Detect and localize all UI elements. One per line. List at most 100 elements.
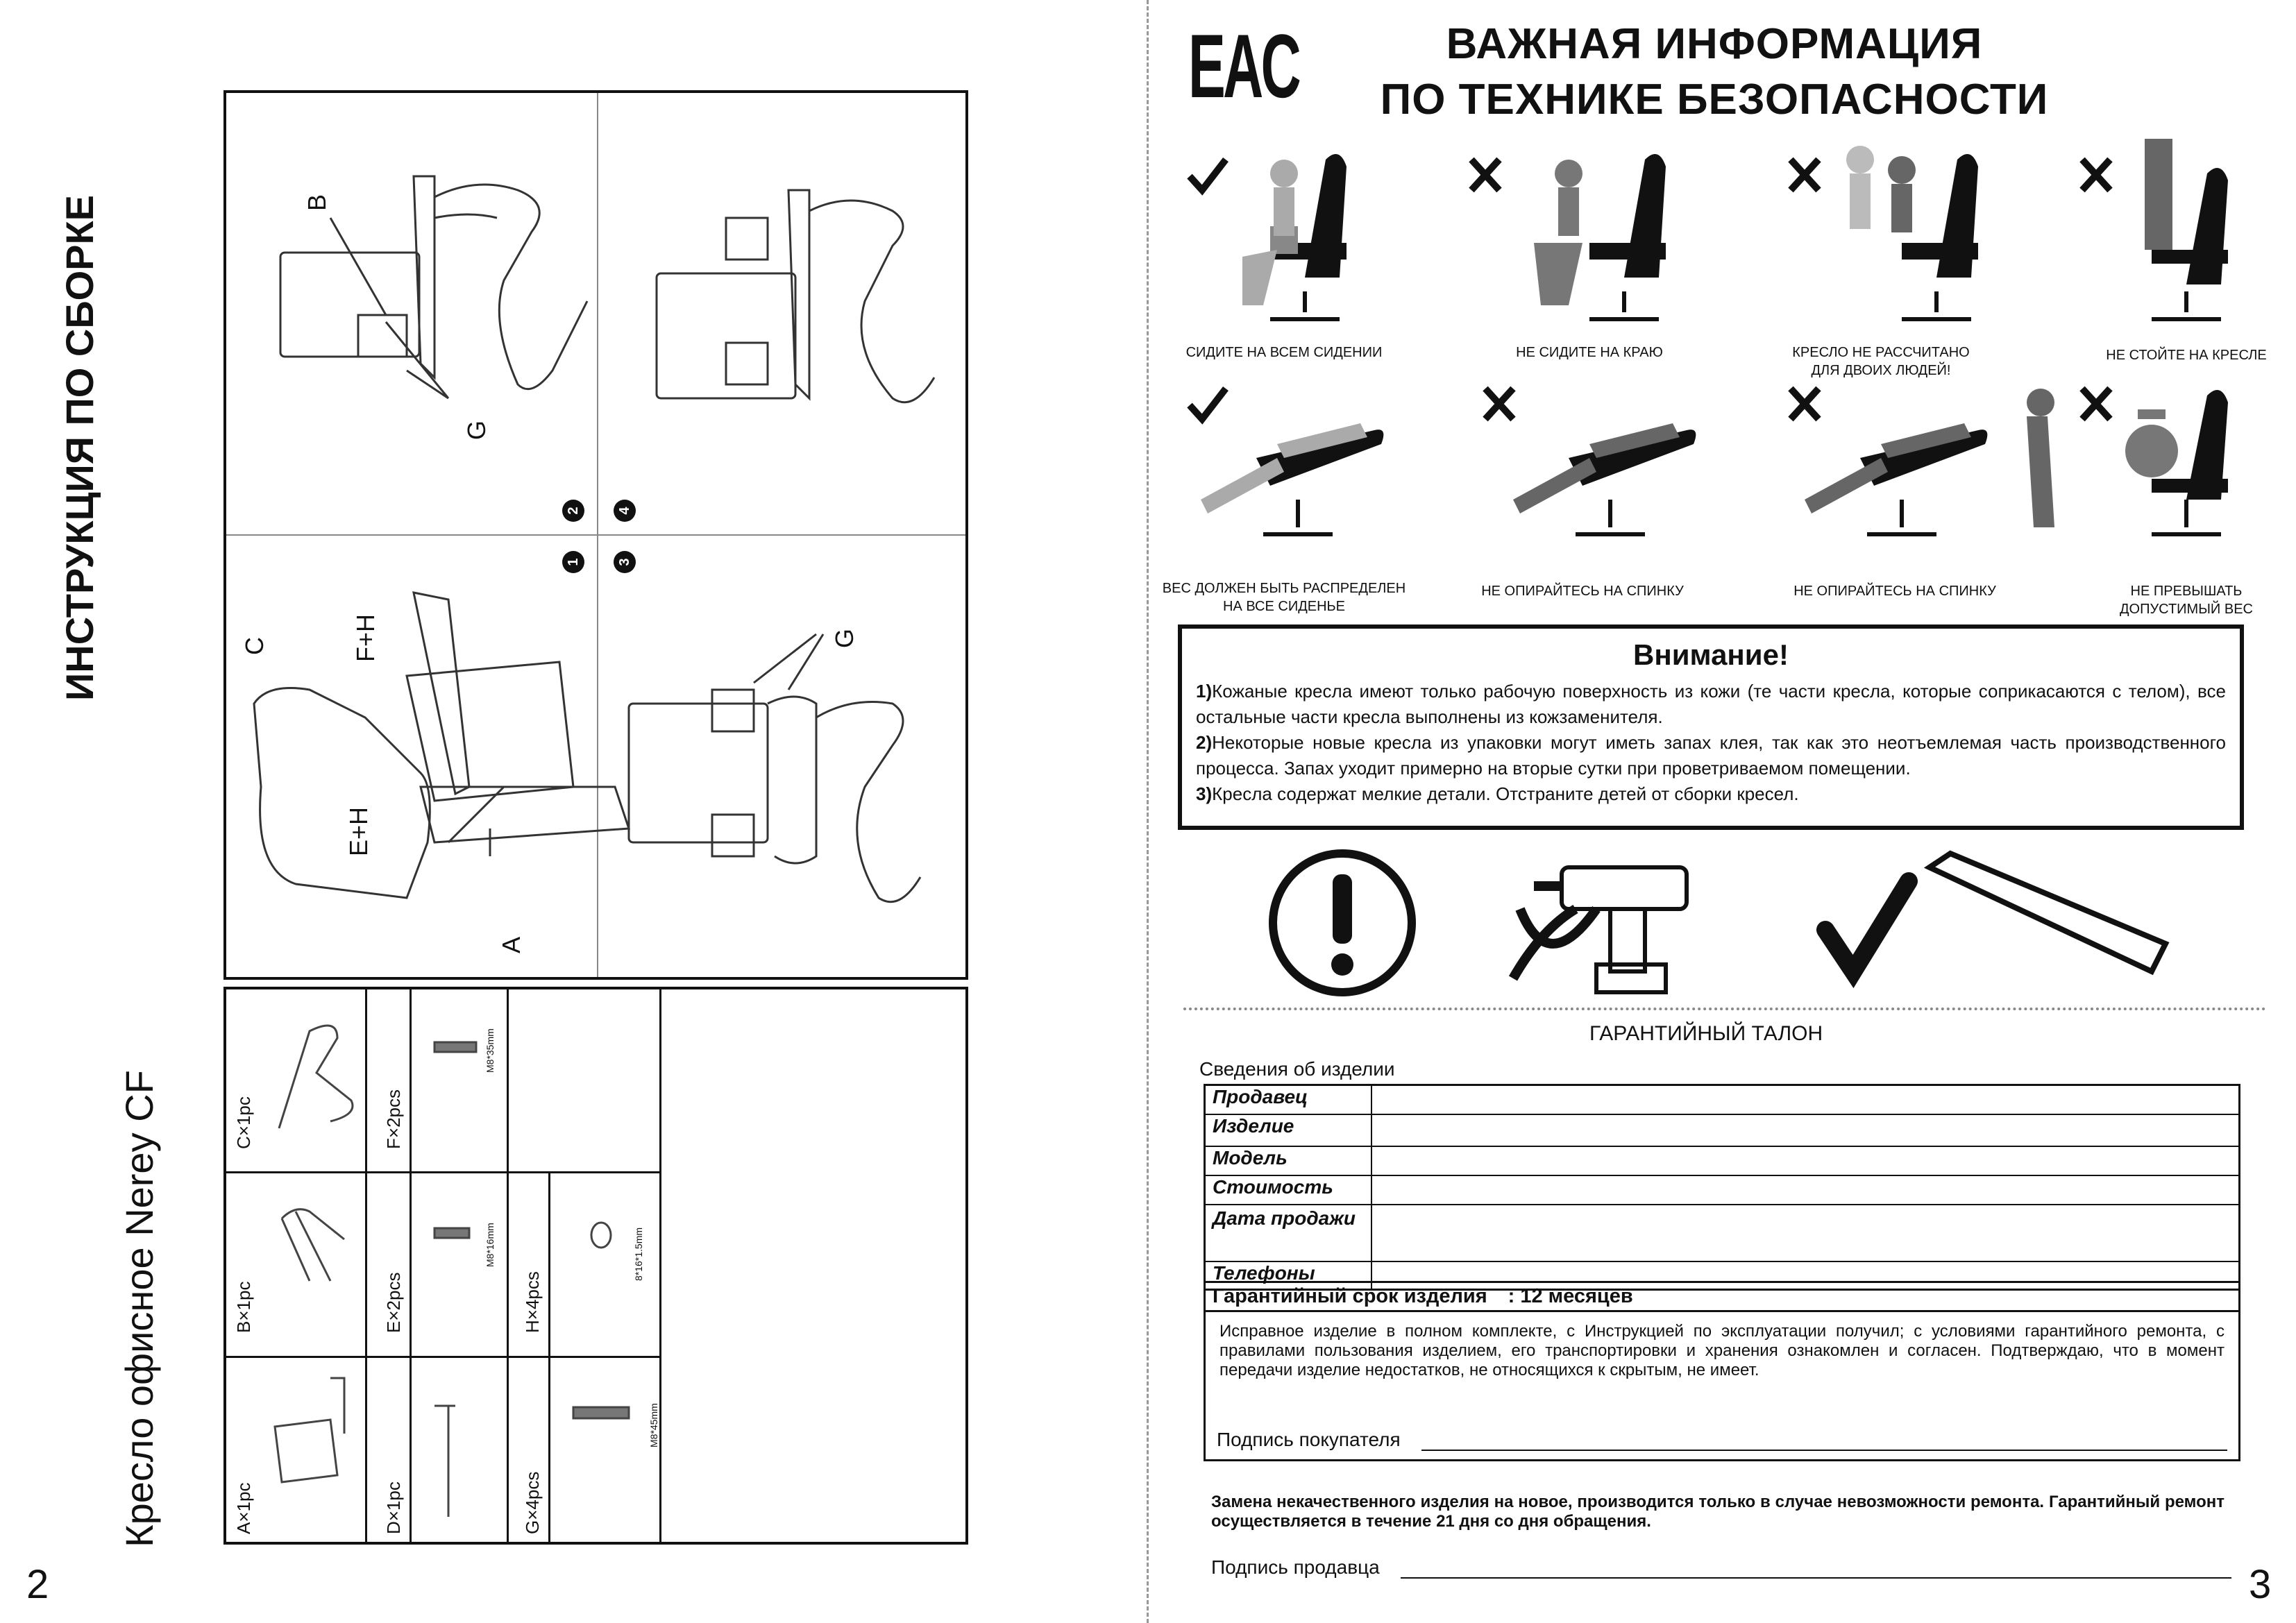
page-number-left: 2 bbox=[26, 1562, 49, 1607]
warning-text-3: Кресла содержат мелкие детали. Отстранит… bbox=[1212, 783, 1799, 804]
cross-icon bbox=[1788, 157, 1821, 193]
warranty-field[interactable] bbox=[1372, 1176, 2238, 1204]
warranty-row-phones: Телефоны bbox=[1206, 1262, 2238, 1289]
warranty-field[interactable] bbox=[1372, 1086, 2238, 1114]
parts-col-line bbox=[365, 989, 367, 1542]
buyer-signature-label: Подпись покупателя bbox=[1217, 1429, 1401, 1450]
check-icon bbox=[1187, 157, 1229, 196]
seller-signature-label: Подпись продавца bbox=[1211, 1556, 1380, 1578]
caption-weight-1: НЕ ПРЕВЫШАТЬ bbox=[2130, 584, 2243, 599]
chair-recline-no-icon bbox=[1513, 423, 1696, 536]
warranty-key: Изделие bbox=[1206, 1115, 1372, 1146]
buyer-signature-line[interactable] bbox=[1421, 1449, 2227, 1451]
replacement-note: Замена некачественного изделия на новое,… bbox=[1211, 1493, 2225, 1531]
warranty-key: Стоимость bbox=[1206, 1176, 1372, 1204]
chair-recline-ok-icon bbox=[1201, 423, 1384, 536]
caption-edge: НЕ СИДИТЕ НА КРАЮ bbox=[1516, 345, 1663, 360]
drill-cross-icon bbox=[1508, 865, 1689, 994]
caption-recline-ok-1: ВЕС ДОЛЖЕН БЫТЬ РАСПРЕДЕЛЕН bbox=[1162, 581, 1406, 596]
buyer-signature-row: Подпись покупателя bbox=[1206, 1380, 2238, 1459]
guarantee-term-label: Гарантийный срок изделия bbox=[1213, 1285, 1487, 1307]
warning-item-1: 1)Кожаные кресла имеют только рабочую по… bbox=[1196, 679, 2226, 730]
part-d-icon bbox=[434, 1404, 455, 1517]
part-c-icon bbox=[278, 1024, 354, 1129]
part-b-icon bbox=[280, 1208, 345, 1282]
tool-icons bbox=[1269, 849, 2170, 996]
cross-icon bbox=[1469, 157, 1502, 193]
part-h-icon bbox=[590, 1221, 612, 1249]
exclamation-icon bbox=[1269, 849, 1416, 996]
assembly-drawings bbox=[253, 175, 936, 903]
chair-edge-icon bbox=[1534, 154, 1666, 321]
part-g-icon bbox=[572, 1406, 630, 1420]
product-info-label: Сведения об изделии bbox=[1199, 1058, 1395, 1080]
warning-text-1: Кожаные кресла имеют только рабочую пове… bbox=[1196, 681, 2226, 727]
label-a: A bbox=[497, 936, 525, 953]
chair-stand-icon bbox=[2145, 139, 2228, 321]
seller-signature-line[interactable] bbox=[1400, 1577, 2231, 1579]
warranty-row-product: Изделие bbox=[1206, 1115, 2238, 1147]
warning-num-3: 3) bbox=[1196, 783, 1213, 804]
warranty-key: Телефоны bbox=[1206, 1262, 1372, 1289]
warranty-title: ГАРАНТИЙНЫЙ ТАЛОН bbox=[1589, 1022, 1823, 1045]
warning-text-2: Некоторые новые кресла из упаковки могут… bbox=[1196, 732, 2226, 779]
safety-title-line2: ПО ТЕХНИКЕ БЕЗОПАСНОСТИ bbox=[1380, 76, 2049, 124]
label-eh: E+H bbox=[344, 806, 373, 856]
warranty-table: Продавец Изделие Модель Стоимость Дата п… bbox=[1204, 1084, 2240, 1291]
warning-num-1: 1) bbox=[1196, 681, 1213, 702]
chair-weight-icon bbox=[2125, 390, 2228, 536]
warranty-field[interactable] bbox=[1372, 1147, 2238, 1175]
safety-pictograms bbox=[1187, 139, 2228, 536]
warning-box: Внимание! 1)Кожаные кресла имеют только … bbox=[1178, 624, 2244, 830]
caption-recline-ok-2: НА ВСЕ СИДЕНЬЕ bbox=[1223, 599, 1345, 614]
parts-col-line bbox=[507, 989, 509, 1542]
warranty-key: Продавец bbox=[1206, 1086, 1372, 1114]
step1-drawing bbox=[253, 591, 631, 899]
warranty-row-date: Дата продажи bbox=[1206, 1205, 2238, 1262]
assembly-heading: ИНСТРУКЦИЯ ПО СБОРКЕ bbox=[58, 194, 101, 701]
step-number-3: 3 bbox=[614, 551, 636, 573]
cross-icon bbox=[2079, 386, 2113, 422]
guarantee-term: Гарантийный срок изделия : 12 месяцев bbox=[1206, 1283, 2238, 1312]
caption-recline-push: НЕ ОПИРАЙТЕСЬ НА СПИНКУ bbox=[1793, 584, 1996, 599]
parts-row-line bbox=[226, 1171, 659, 1173]
caption-recline-no: НЕ ОПИРАЙТЕСЬ НА СПИНКУ bbox=[1481, 584, 1684, 599]
parts-col-line bbox=[659, 989, 661, 1542]
caption-stand: НЕ СТОЙТЕ НА КРЕСЛЕ bbox=[2106, 348, 2267, 363]
label-b: B bbox=[303, 194, 331, 211]
warning-title: Внимание! bbox=[1633, 638, 1789, 671]
caption-weight-2: ДОПУСТИМЫЙ ВЕС bbox=[2120, 602, 2253, 617]
step2-drawing bbox=[279, 175, 589, 400]
label-c: C bbox=[240, 637, 269, 655]
parts-col-line bbox=[410, 989, 412, 1542]
warranty-key: Модель bbox=[1206, 1147, 1372, 1175]
guarantee-term-value: : 12 месяцев bbox=[1508, 1285, 1633, 1307]
seller-signature-row: Подпись продавца bbox=[1211, 1556, 2231, 1579]
guarantee-statement: Исправное изделие в полном комплекте, с … bbox=[1219, 1322, 2225, 1379]
cross-icon bbox=[1788, 386, 1821, 422]
warning-item-2: 2)Некоторые новые кресла из упаковки мог… bbox=[1196, 730, 2226, 781]
step-number-2: 2 bbox=[562, 500, 584, 522]
warranty-field[interactable] bbox=[1372, 1205, 2238, 1261]
warranty-field[interactable] bbox=[1372, 1115, 2238, 1146]
cross-icon bbox=[1483, 386, 1516, 422]
checkmark-big-icon bbox=[1816, 872, 1918, 989]
part-f-icon bbox=[433, 1041, 478, 1053]
page-fold-line bbox=[1147, 0, 1149, 1623]
page-number-right: 3 bbox=[2249, 1562, 2272, 1607]
warranty-row-model: Модель bbox=[1206, 1147, 2238, 1176]
warranty-separator bbox=[1183, 1008, 2266, 1010]
warning-num-2: 2) bbox=[1196, 732, 1213, 753]
assembly-diagram-panel: 2 4 1 3 B G C F+H E+H A G bbox=[223, 90, 968, 980]
chair-sit-full-icon bbox=[1242, 154, 1347, 321]
warranty-row-seller: Продавец bbox=[1206, 1086, 2238, 1115]
chair-two-people-icon bbox=[1846, 146, 1978, 321]
parts-row-line bbox=[226, 1356, 659, 1358]
caption-two-people-1: КРЕСЛО НЕ РАССЧИТАНО bbox=[1792, 345, 1970, 360]
hex-key-icon bbox=[1923, 850, 2170, 976]
product-name: Кресло офисное Nerey CF bbox=[117, 1070, 161, 1547]
warning-item-3: 3)Кресла содержат мелкие детали. Отстран… bbox=[1196, 781, 2226, 807]
safety-title-line1: ВАЖНАЯ ИНФОРМАЦИЯ bbox=[1446, 20, 1983, 68]
part-a-icon bbox=[273, 1377, 346, 1484]
check-icon bbox=[1187, 386, 1229, 425]
